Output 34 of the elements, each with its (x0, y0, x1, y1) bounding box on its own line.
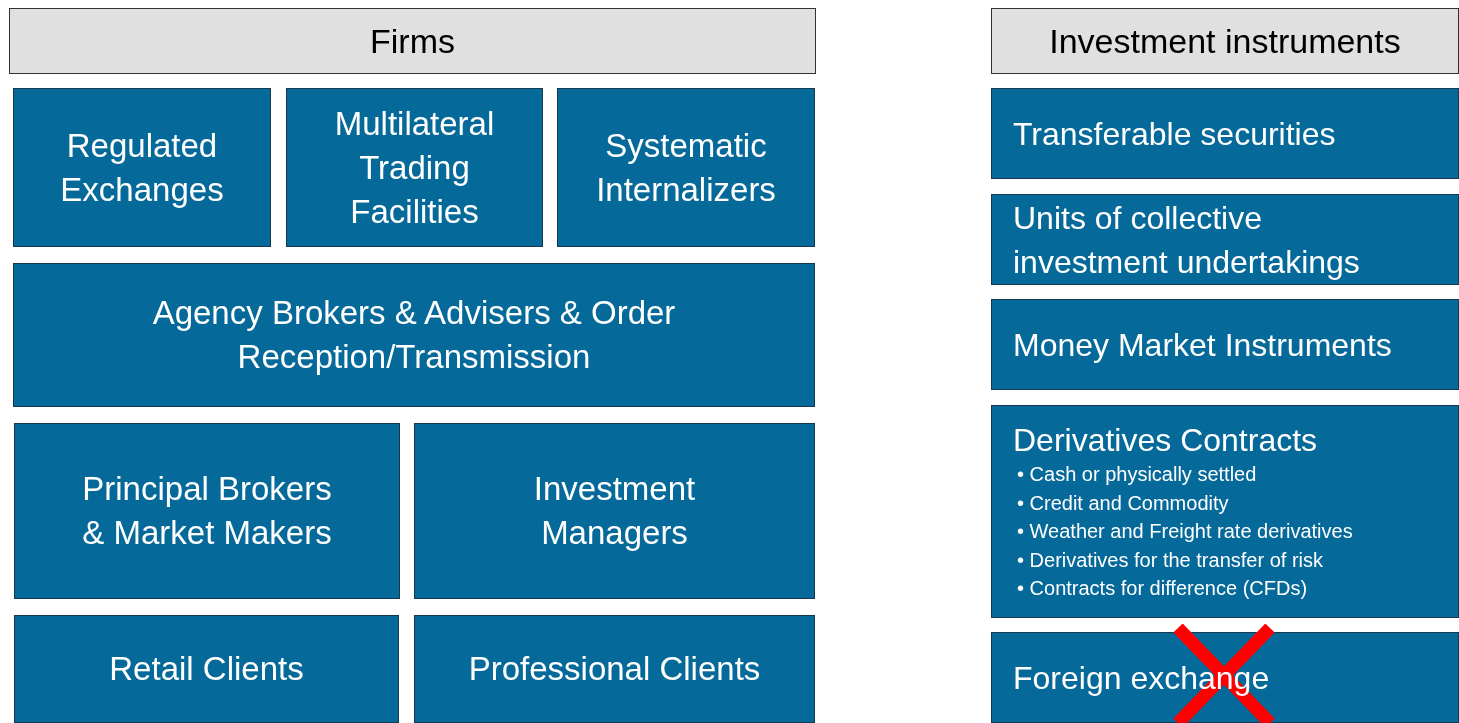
header-box (991, 8, 1459, 74)
header-box (9, 8, 816, 74)
category-box (14, 615, 399, 723)
instrument-box (991, 88, 1459, 179)
box-label: Investment Managers (532, 469, 697, 553)
category-box (557, 88, 815, 247)
box-label: Units of collective investment undertakings (1013, 198, 1361, 282)
category-box (286, 88, 543, 247)
instrument-box (991, 405, 1459, 618)
box-label: Money Market Instruments (1013, 325, 1392, 365)
bullet-item: • Weather and Freight rate derivatives (1017, 519, 1354, 544)
bullet-item: • Cash or physically settled (1017, 462, 1258, 487)
box-heading: Derivatives Contracts (1013, 421, 1319, 460)
category-box (13, 88, 271, 247)
instrument-box (991, 194, 1459, 285)
category-box (414, 615, 815, 723)
bullet-item: • Derivatives for the transfer of risk (1017, 547, 1324, 573)
box-label: Transferable securities (1013, 114, 1336, 154)
bullet-item: • Credit and Commodity (1017, 490, 1230, 516)
box-label: Systematic Internalizers (595, 125, 777, 210)
box-label: Agency Brokers & Advisers & Order Reception/Transmission (151, 293, 677, 377)
instrument-box (991, 299, 1459, 390)
category-box (414, 423, 815, 599)
header-text: Investment instruments (1049, 20, 1401, 62)
bullet-item: • Contracts for difference (CFDs) (1017, 576, 1309, 601)
header-text: Firms (370, 20, 455, 62)
box-label: Retail Clients (109, 649, 304, 689)
category-box (14, 423, 400, 599)
box-label: Professional Clients (468, 649, 761, 689)
instrument-box (991, 632, 1459, 723)
box-label: Regulated Exchanges (59, 125, 225, 210)
box-label: Multilateral Trading Facilities (333, 103, 496, 232)
category-box (13, 263, 815, 407)
box-label: Principal Brokers & Market Makers (82, 469, 332, 553)
